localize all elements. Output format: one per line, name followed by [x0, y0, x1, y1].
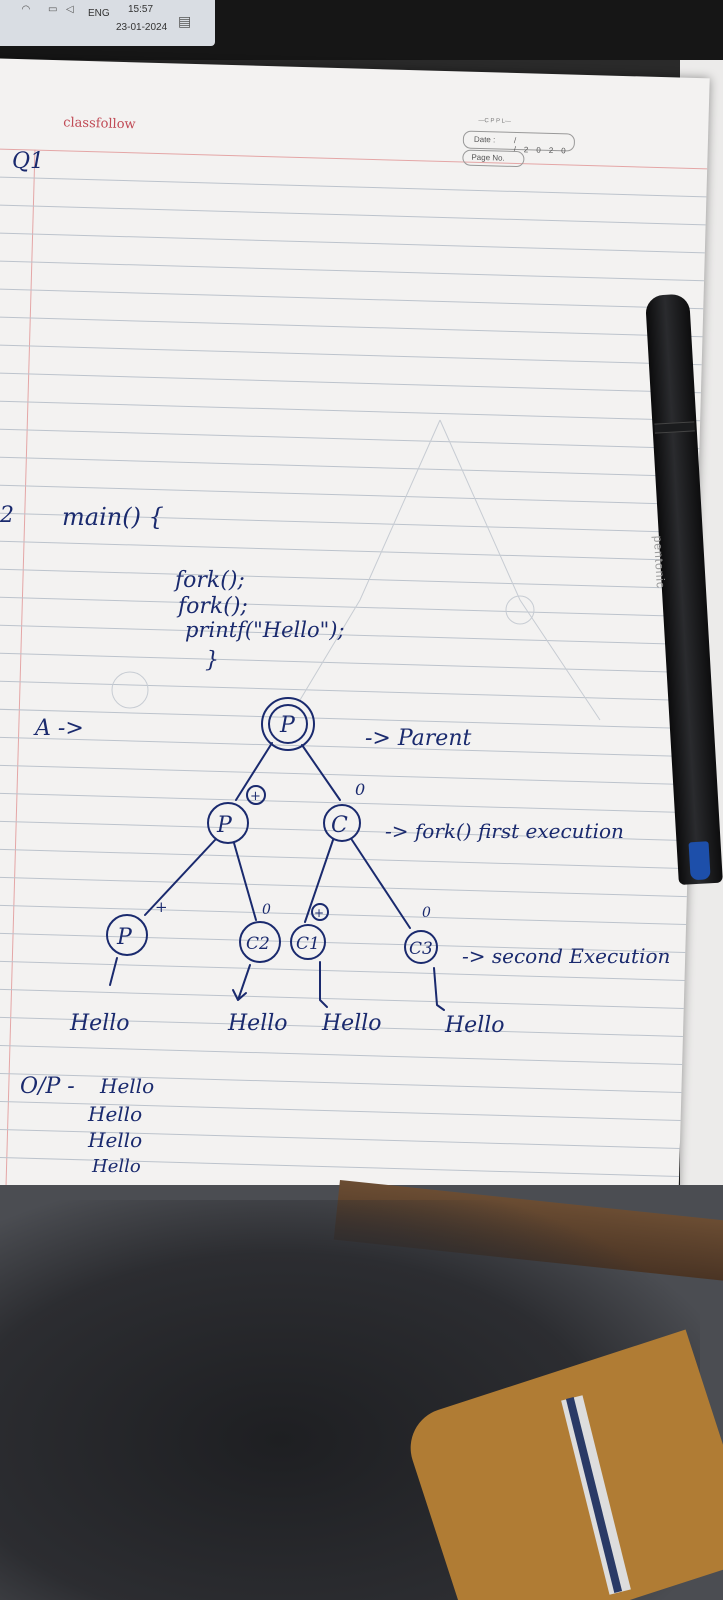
level2-sign-c1: +: [314, 906, 324, 920]
level1-left-sign-circle: [246, 785, 266, 805]
level2-annotation: -> second Execution: [462, 944, 670, 968]
code-printf: printf("Hello");: [185, 618, 345, 642]
speaker-icon: ◁: [66, 4, 74, 15]
level1-right-circle: [323, 804, 361, 842]
code-fork-2: fork();: [176, 594, 248, 619]
pen-band: [654, 421, 695, 434]
bleed-through-tree: [111, 419, 601, 721]
code-close-brace: }: [205, 648, 219, 673]
op-line-2: Hello: [87, 1102, 142, 1126]
op-label: O/P -: [20, 1074, 75, 1099]
battery-icon: ▭: [48, 4, 58, 15]
root-annotation: -> Parent: [365, 726, 471, 751]
level2-node-p: P: [116, 925, 133, 950]
question-1-label: Q1: [12, 149, 44, 174]
level2-node-c1-circle: [290, 924, 326, 960]
output-p: Hello: [69, 1011, 130, 1036]
process-tree: P -> Parent P + C 0 -> fork() first exec…: [69, 697, 670, 1038]
root-node-label: P: [279, 713, 296, 738]
level1-left-circle: [207, 802, 249, 844]
language-indicator: ENG: [88, 8, 110, 19]
clock-date: 23-01-2024: [116, 22, 168, 33]
level2-node-c1: C1: [296, 934, 320, 954]
answer-label: A ->: [33, 716, 84, 741]
clock-time: 15:57: [128, 4, 154, 15]
edge-l1right-c1: [304, 839, 334, 923]
level2-node-c3: C3: [409, 939, 433, 959]
wifi-icon: ◜◝: [22, 4, 30, 15]
output-c2: Hello: [227, 1011, 288, 1036]
pen-brand-label: pentonic: [650, 535, 668, 590]
level1-left-sign: +: [250, 789, 261, 804]
level2-node-c2-circle: [239, 921, 281, 963]
level1-annotation: -> fork() first execution: [385, 819, 624, 843]
level2-sign-c3: 0: [422, 905, 431, 921]
notification-icon: ▤: [178, 14, 192, 30]
arrow-out-c1: [319, 961, 328, 1008]
op-line-1: Hello: [99, 1074, 154, 1098]
edge-root-right: [301, 744, 341, 801]
level2-sign-p: +: [155, 898, 168, 916]
level2-node-c2: C2: [246, 934, 270, 954]
output-c3: Hello: [444, 1013, 505, 1038]
code-fork-1: fork();: [173, 568, 245, 593]
level2-node-c3-circle: [404, 930, 438, 964]
level2-sign-c1-circle: [311, 903, 329, 921]
op-line-4: Hello: [91, 1156, 141, 1177]
edge-l1left-p: [144, 839, 216, 916]
root-node-inner: [268, 704, 308, 744]
code-main: main() {: [62, 503, 164, 531]
level1-left-label: P: [216, 813, 233, 838]
edge-l1right-c3: [351, 839, 411, 929]
root-node-circle: [261, 697, 315, 751]
question-2-label: 2: [0, 503, 14, 528]
output-c1: Hello: [321, 1011, 382, 1036]
edge-root-left: [235, 742, 273, 801]
edge-l1left-c2: [233, 842, 257, 921]
arrow-out-p: [109, 957, 118, 986]
level1-right-label: C: [331, 813, 348, 838]
level2-sign-c2: 0: [262, 902, 271, 918]
level2-node-p-circle: [106, 914, 148, 956]
arrow-out-c3: [433, 967, 445, 1011]
arrow-out-c2: [232, 964, 251, 1001]
op-line-3: Hello: [87, 1128, 142, 1152]
level1-right-sign: 0: [355, 780, 365, 799]
pen-tip: [688, 841, 711, 881]
windows-taskbar-corner: ◜◝ ▭ ◁ ENG 15:57 23-01-2024 ▤: [0, 0, 215, 46]
